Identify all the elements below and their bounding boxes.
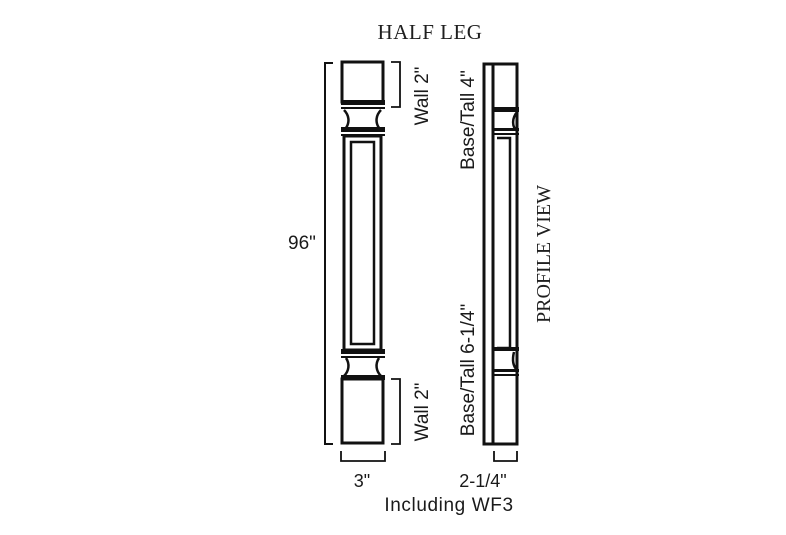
front-bottom-block (340, 377, 385, 445)
front-shaft (342, 134, 383, 352)
profile-view: Base/Tall 4" Base/Tall 6-1/4" PROFILE VI… (384, 62, 555, 516)
front-bottom-capital (343, 357, 382, 377)
front-top-block (340, 60, 385, 104)
profile-note: Including WF3 (384, 495, 513, 516)
profile-view-label: PROFILE VIEW (533, 185, 555, 323)
profile-width-label: 2-1/4" (459, 471, 506, 491)
profile-width-bracket (493, 451, 518, 462)
profile-body (491, 62, 519, 446)
top-wall-bracket (391, 61, 401, 108)
profile-bottom-label: Base/Tall 6-1/4" (458, 304, 479, 436)
front-width-label: 3" (354, 471, 370, 491)
diagram-title: HALF LEG (378, 20, 483, 44)
front-shaft-panel (349, 140, 376, 346)
profile-panel-step (497, 136, 512, 350)
height-label: 96" (288, 233, 316, 254)
bottom-wall-label: Wall 2" (412, 383, 433, 442)
front-view: 96" Wall 2" Wall 2" 3" (288, 60, 433, 491)
bottom-wall-bracket (391, 378, 401, 445)
front-width-bracket (340, 451, 386, 462)
height-dimension-bracket (324, 62, 333, 445)
profile-top-label: Base/Tall 4" (458, 70, 479, 170)
top-wall-label: Wall 2" (412, 67, 433, 126)
front-top-capital (343, 109, 382, 129)
